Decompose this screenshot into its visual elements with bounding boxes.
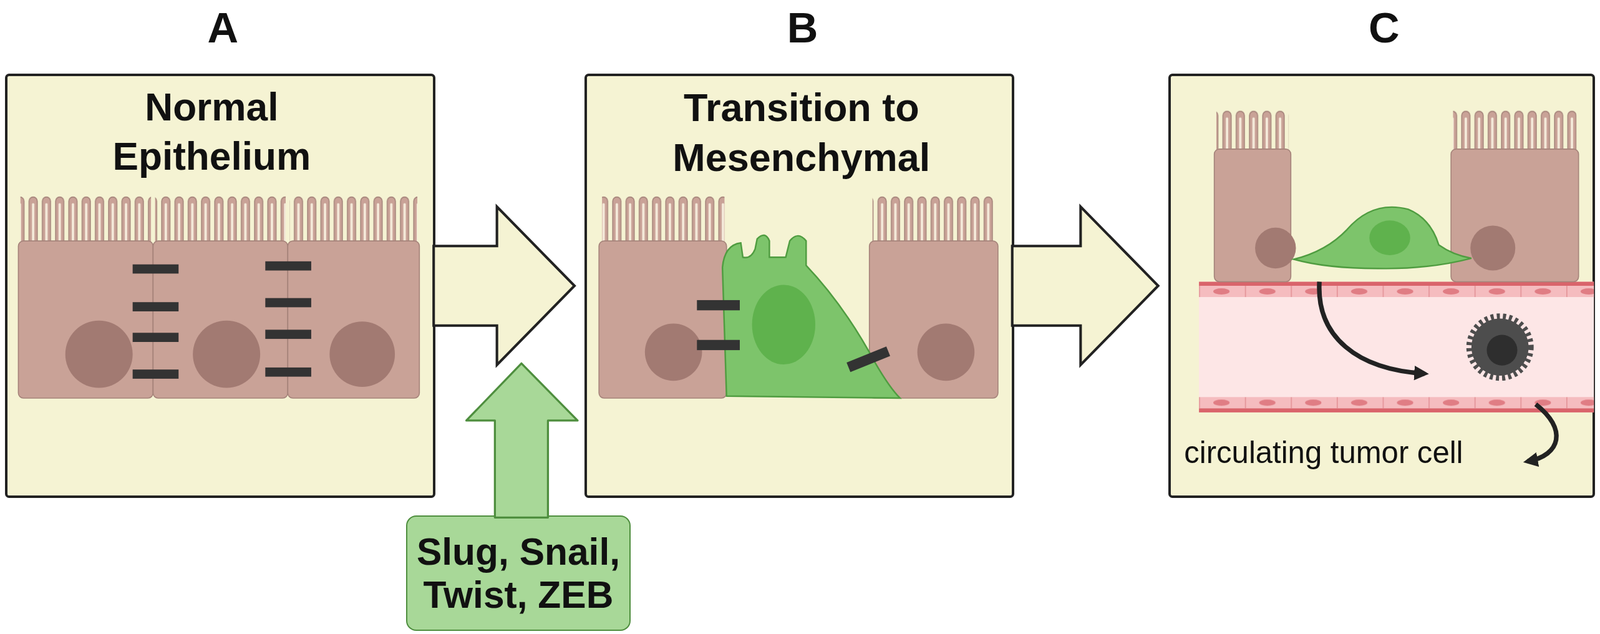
factor-list: Slug, Snail, Twist, ZEB (407, 516, 630, 630)
panel-letter: C (1170, 6, 1598, 50)
panel-title: Transition to Mesenchymal (638, 82, 965, 183)
flow-arrow (433, 206, 575, 365)
panel-letter: B (586, 6, 1018, 50)
panel-box: ANormal Epithelium (4, 73, 436, 499)
panel-letter: A (7, 6, 438, 50)
induction-arrow (466, 363, 578, 518)
flow-arrow (1012, 206, 1159, 365)
panel-box: Ccirculating tumor cell (1168, 73, 1596, 499)
panel-box: BTransition to Mesenchymal (584, 73, 1015, 499)
factor-box: Slug, Snail, Twist, ZEB (406, 515, 631, 631)
cell-label: circulating tumor cell (1183, 435, 1521, 470)
panel-title: Normal Epithelium (79, 82, 345, 181)
